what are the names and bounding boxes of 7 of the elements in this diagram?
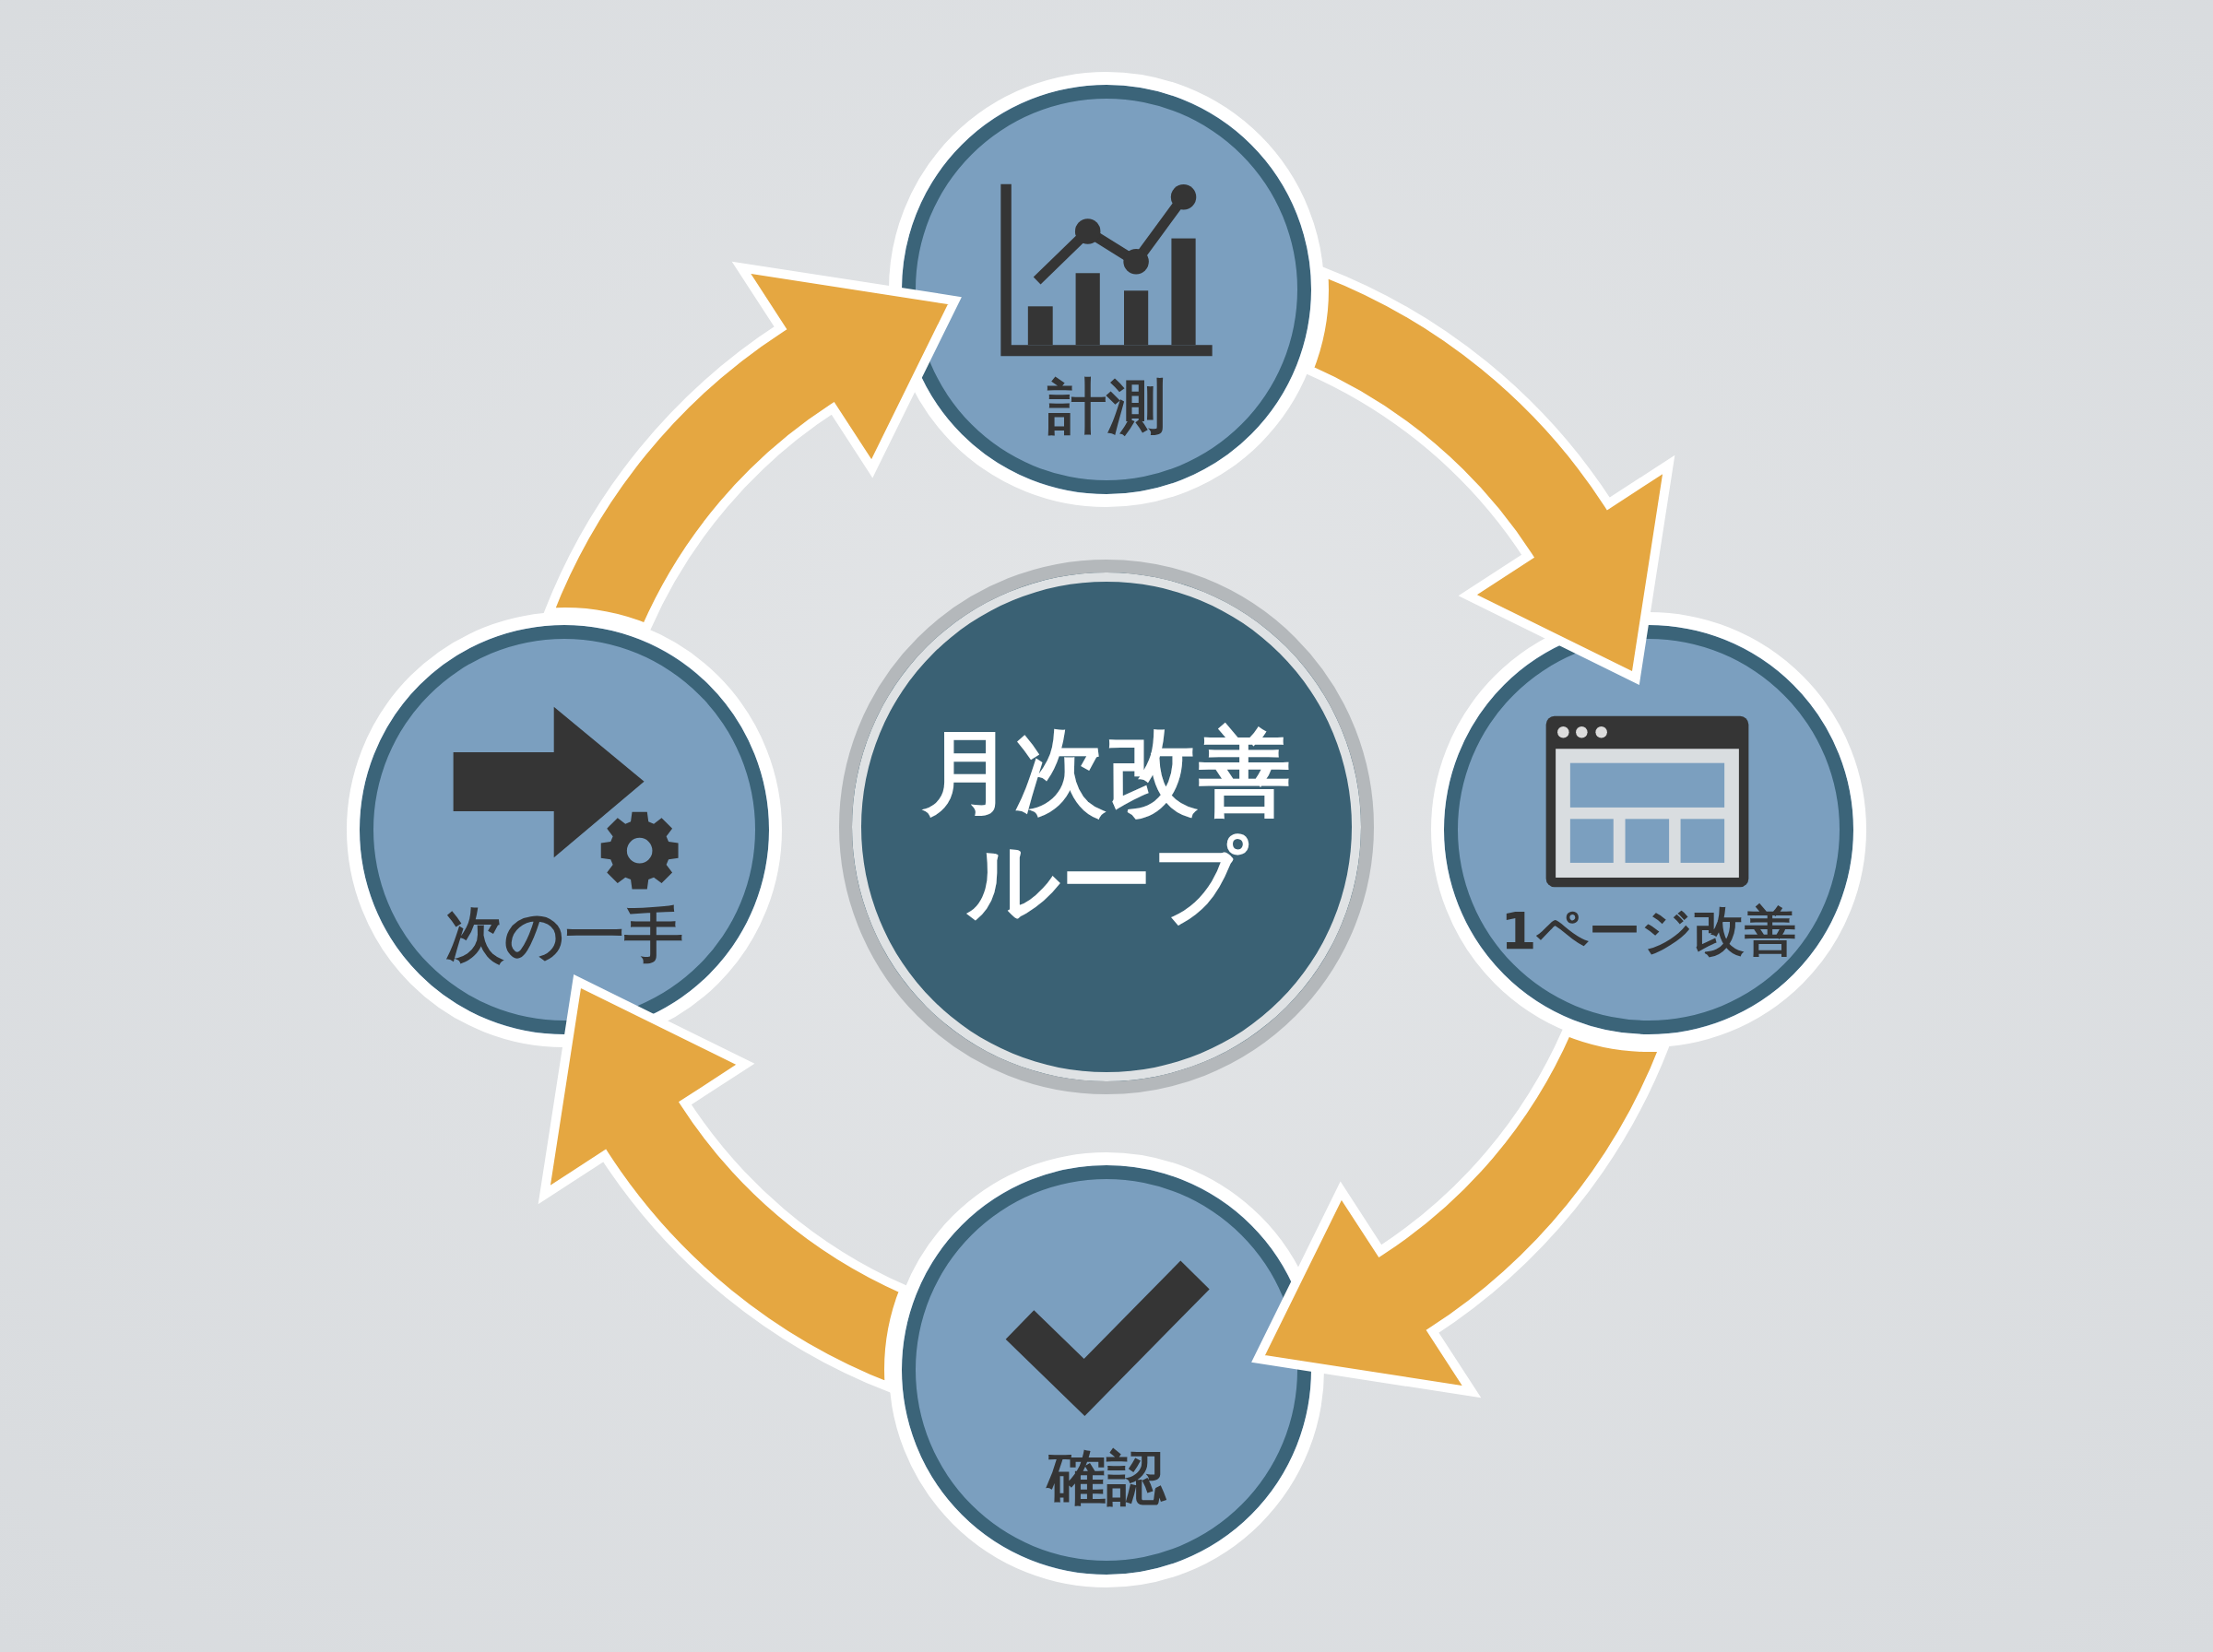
curved-arrow: [539, 976, 909, 1392]
curved-arrow: [1304, 267, 1674, 683]
step-label: 確認: [1047, 1445, 1166, 1513]
step-label: 次の一手: [445, 902, 683, 970]
hub-title: 月次改善ループ: [921, 718, 1292, 936]
step-label: 1ページ改善: [1500, 901, 1797, 962]
step-label: 計測: [1047, 373, 1166, 442]
